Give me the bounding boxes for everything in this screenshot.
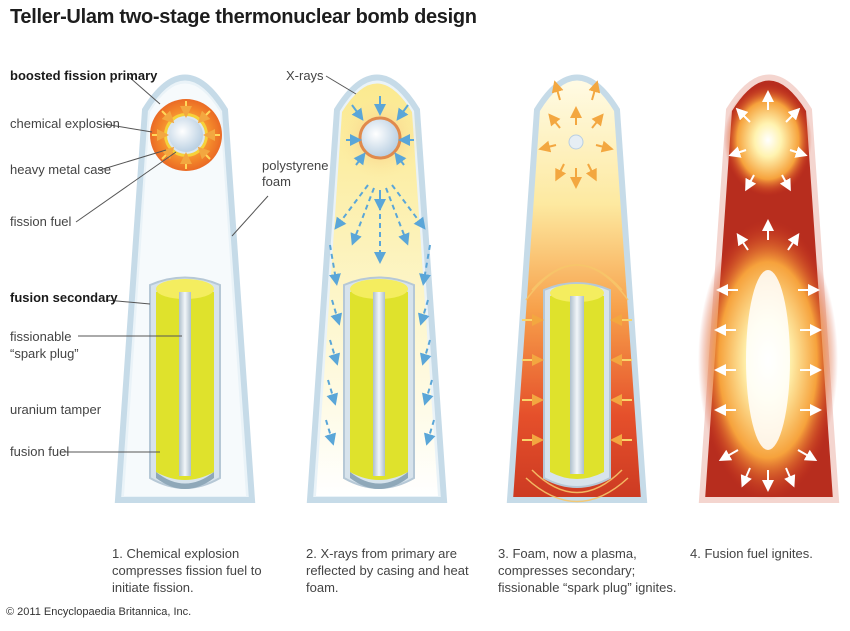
label-fusion-fuel: fusion fuel [10, 444, 70, 459]
stage-3-primary-remnant [568, 134, 584, 150]
caption-stage-3: 3. Foam, now a plasma, compresses second… [498, 546, 677, 595]
label-x-rays: X-rays [286, 68, 324, 83]
stage-3 [506, 74, 648, 503]
page-title: Teller-Ulam two-stage thermonuclear bomb… [10, 6, 477, 28]
stage-1 [114, 74, 256, 503]
stage-1-spark-plug [179, 292, 191, 476]
caption-stage-1: 1. Chemical explosion compresses fission… [112, 546, 262, 595]
label-polystyrene-foam: polystyrene foam [262, 158, 329, 189]
stage-2 [306, 74, 448, 503]
label-heavy-metal-case: heavy metal case [10, 162, 112, 177]
stage-1-fission-core [167, 116, 205, 154]
label-fission-fuel: fission fuel [10, 214, 72, 229]
caption-stage-4: 4. Fusion fuel ignites. [690, 546, 813, 561]
label-chemical-explosion: chemical explosion [10, 116, 120, 131]
label-boosted-fission-primary: boosted fission primary [10, 68, 158, 83]
copyright-notice: © 2011 Encyclopaedia Britannica, Inc. [6, 606, 192, 618]
label-fusion-secondary: fusion secondary [10, 290, 118, 305]
stage-2-primary-core [358, 116, 402, 160]
label-uranium-tamper: uranium tamper [10, 402, 102, 417]
label-fissionable-spark-plug: fissionable “spark plug” [10, 329, 79, 361]
leader-lines [60, 75, 357, 453]
caption-stage-2: 2. X-rays from primary are reflected by … [306, 546, 469, 595]
stage-4 [698, 74, 840, 503]
